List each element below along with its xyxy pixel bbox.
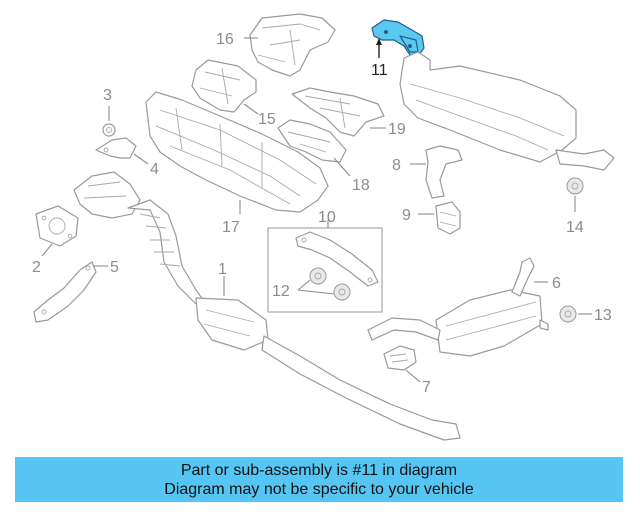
part-11-bracket[interactable] <box>371 19 425 57</box>
callout-15: 15 <box>258 111 276 128</box>
part-9-clamp[interactable] <box>435 201 461 235</box>
callout-16: 16 <box>216 31 234 48</box>
callout-9: 9 <box>402 207 411 224</box>
callout-8: 8 <box>392 157 401 174</box>
detail-box-10 <box>267 227 383 313</box>
banner-line-1: Part or sub-assembly is #11 in diagram <box>180 462 458 479</box>
banner-line-2: Diagram may not be specific to your vehi… <box>164 481 474 498</box>
part-14-rubber-mount[interactable] <box>566 177 584 195</box>
part-19-heat-shield[interactable] <box>291 87 385 137</box>
callout-19: 19 <box>388 121 406 138</box>
exhaust-parts-diagram: 16 11 15 19 18 17 3 <box>32 13 615 441</box>
callout-1: 1 <box>218 261 227 278</box>
part-3-nut[interactable] <box>102 123 116 137</box>
part-16-heat-shield[interactable] <box>249 13 336 77</box>
callout-14: 14 <box>566 219 584 236</box>
part-10-bracket[interactable] <box>295 231 379 287</box>
callout-18: 18 <box>352 177 370 194</box>
callout-7: 7 <box>422 379 431 396</box>
part-13-rubber-mount[interactable] <box>559 305 577 323</box>
part-7-clamp[interactable] <box>383 345 417 371</box>
part-17-heat-shield[interactable] <box>145 91 329 213</box>
part-5-bracket[interactable] <box>33 261 97 323</box>
part-15-heat-shield[interactable] <box>191 59 257 113</box>
callout-17: 17 <box>222 219 240 236</box>
callout-13: 13 <box>594 307 612 324</box>
part-6-middle-muffler[interactable] <box>367 257 549 357</box>
callout-10: 10 <box>318 209 336 226</box>
part-1-front-pipe-assembly[interactable] <box>73 171 461 441</box>
part-4-bracket[interactable] <box>95 137 137 159</box>
part-8-rear-muffler[interactable] <box>399 51 615 199</box>
part-12-rubber-mount[interactable] <box>309 267 351 301</box>
info-banner: Part or sub-assembly is #11 in diagram D… <box>15 457 623 502</box>
callout-5: 5 <box>110 259 119 276</box>
callout-12: 12 <box>272 283 290 300</box>
part-2-gasket[interactable] <box>35 205 79 247</box>
part-18-heat-shield[interactable] <box>277 119 347 163</box>
callout-6: 6 <box>552 275 561 292</box>
callout-3: 3 <box>103 87 112 104</box>
callout-4: 4 <box>150 161 159 178</box>
callout-11: 11 <box>371 62 388 79</box>
callout-2: 2 <box>32 259 41 276</box>
